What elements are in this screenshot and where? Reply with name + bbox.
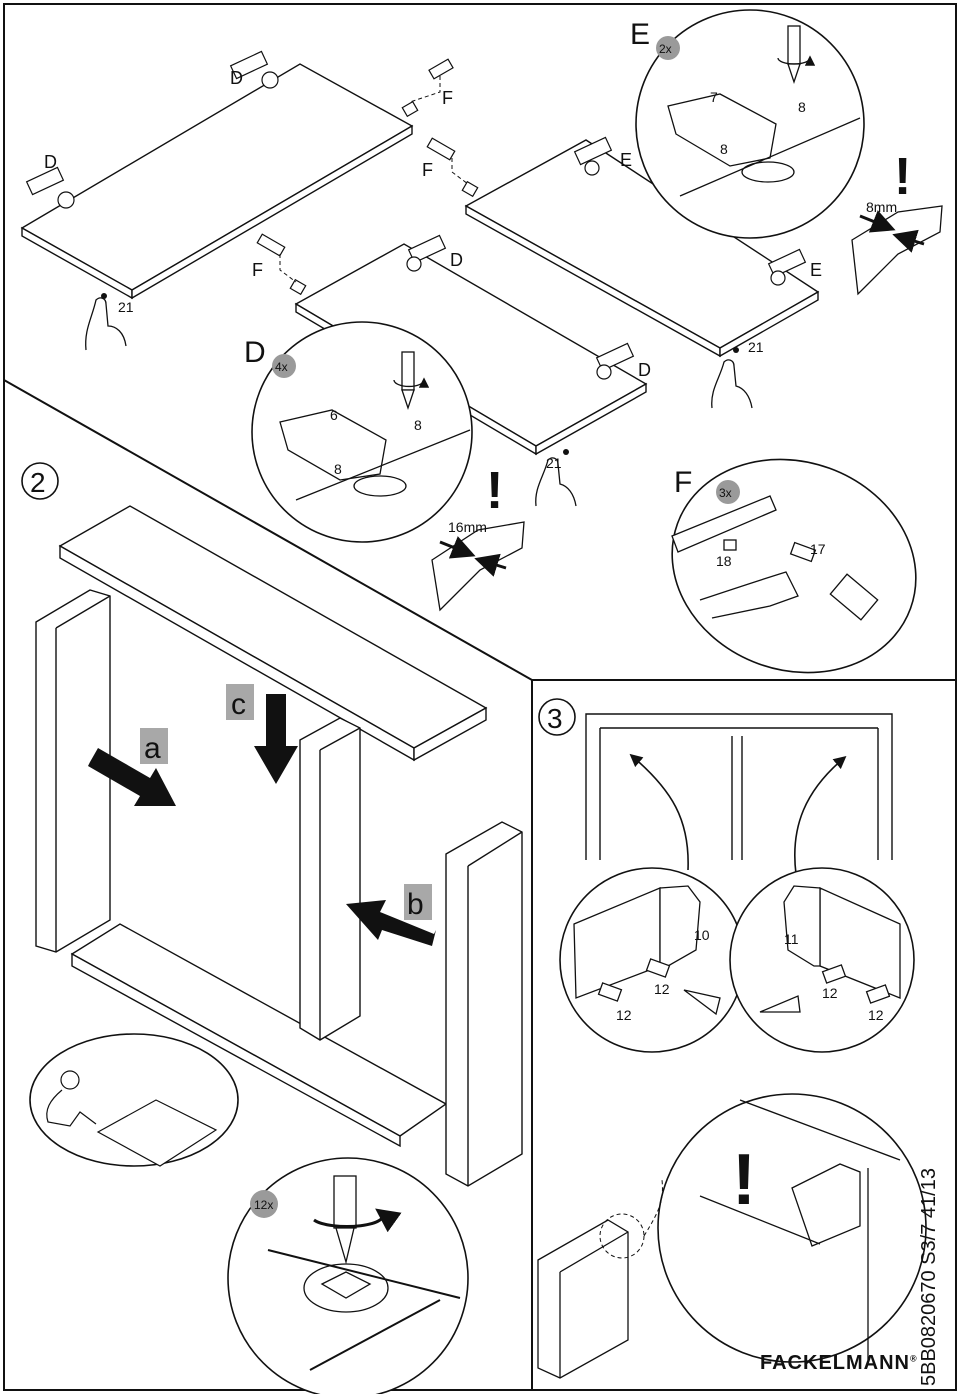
hinge-adjust-16mm (431, 521, 525, 612)
dowel-label: F (442, 88, 453, 108)
small-cabinet-icon (537, 1219, 629, 1379)
brand-name: FACKELMANN (760, 1352, 910, 1374)
door-panel-right (464, 139, 820, 358)
detail-letter: E (630, 18, 650, 51)
insert-arrow-icon (88, 694, 436, 946)
gap-label: 16mm (448, 519, 487, 535)
cam-lock-icon (267, 1249, 461, 1371)
part-number: 12 (654, 981, 670, 997)
warning-mark: ! (486, 462, 503, 520)
count-badge (716, 480, 740, 504)
gap-label: 8mm (866, 199, 897, 215)
part-number: 10 (694, 927, 710, 943)
document-code: 5BB0820670 S3/7 41/13 (918, 1168, 940, 1386)
label-box-c (226, 684, 254, 720)
part-number: 21 (118, 299, 134, 315)
part-number: 17 (810, 541, 826, 557)
part-number: 12 (822, 985, 838, 1001)
part-number: 12 (868, 1007, 884, 1023)
dowel-label: F (252, 260, 263, 280)
count-badge (656, 36, 680, 60)
part-number: 6 (330, 407, 338, 423)
screwdriver-icon (393, 351, 430, 411)
hinge-label: E (810, 260, 822, 280)
dowel-label: F (422, 160, 433, 180)
part-number: 21 (748, 339, 764, 355)
count-badge-label: 3x (719, 486, 732, 500)
hinge-label: D (638, 360, 651, 380)
count-badge-label: 12x (254, 1198, 273, 1212)
hinge-label: D (450, 250, 463, 270)
bracket-icon (573, 885, 721, 1016)
hinge-detail-d (279, 409, 471, 501)
dowel-detail-f (671, 495, 879, 621)
screwdriver-icon (313, 1175, 402, 1265)
step-number-badge (538, 698, 576, 736)
cabinet-bottom-panel (70, 923, 448, 1148)
count-badge-label: 4x (275, 360, 288, 374)
detail-letter: D (244, 336, 266, 369)
hinge-label: D (44, 152, 57, 172)
cabinet-side-right (445, 821, 523, 1187)
hinge-label: D (230, 68, 243, 88)
person-icon (46, 1070, 218, 1167)
step-number-badge (21, 462, 59, 500)
warning-mark: ! (732, 1140, 756, 1220)
count-badge (250, 1190, 278, 1218)
hinge-icon (25, 50, 807, 380)
section-divider-diagonal (3, 379, 533, 681)
assembly-label: a (144, 732, 161, 765)
brand-logo: FACKELMANN® (760, 1352, 918, 1375)
bracket-icon (759, 885, 901, 1013)
page-border (3, 3, 957, 1391)
bumper-icon (563, 449, 569, 455)
part-number: 8 (334, 461, 342, 477)
part-number: 8 (414, 417, 422, 433)
bumper-icon (101, 293, 107, 299)
step-number: 3 (547, 703, 563, 734)
part-number: 8 (798, 99, 806, 115)
label-box-a (140, 728, 168, 764)
assembly-label: c (231, 688, 246, 721)
step-number: 2 (30, 467, 46, 498)
hand-icon (85, 297, 753, 507)
part-number: 12 (616, 1007, 632, 1023)
detail-circle-bracket-mount (657, 1093, 927, 1363)
cabinet-side-left (35, 589, 111, 953)
cabinet-top-panel (58, 505, 488, 762)
part-number: 21 (546, 455, 562, 471)
warning-mark: ! (894, 148, 911, 206)
cabinet-top-view (585, 713, 893, 860)
part-number: 11 (784, 931, 799, 947)
count-badge-label: 2x (659, 42, 672, 56)
dowel-icon (256, 58, 479, 296)
hinge-detail-e (667, 93, 861, 197)
part-number: 7 (710, 89, 718, 105)
part-number: 18 (716, 553, 732, 569)
hinge-adjust-8mm (851, 205, 943, 296)
bumper-icon (733, 347, 739, 353)
hinge-label: E (620, 150, 632, 170)
label-box-b (404, 884, 432, 920)
detail-letter: F (674, 466, 692, 499)
screwdriver-icon (777, 25, 816, 85)
part-number: 8 (720, 141, 728, 157)
brand-registered-mark: ® (910, 1353, 918, 1364)
door-panel-left (20, 63, 414, 300)
assembly-label: b (407, 888, 424, 921)
bracket-mount-detail (699, 1099, 901, 1360)
count-badge (272, 354, 296, 378)
cabinet-middle-divider (299, 717, 361, 1041)
